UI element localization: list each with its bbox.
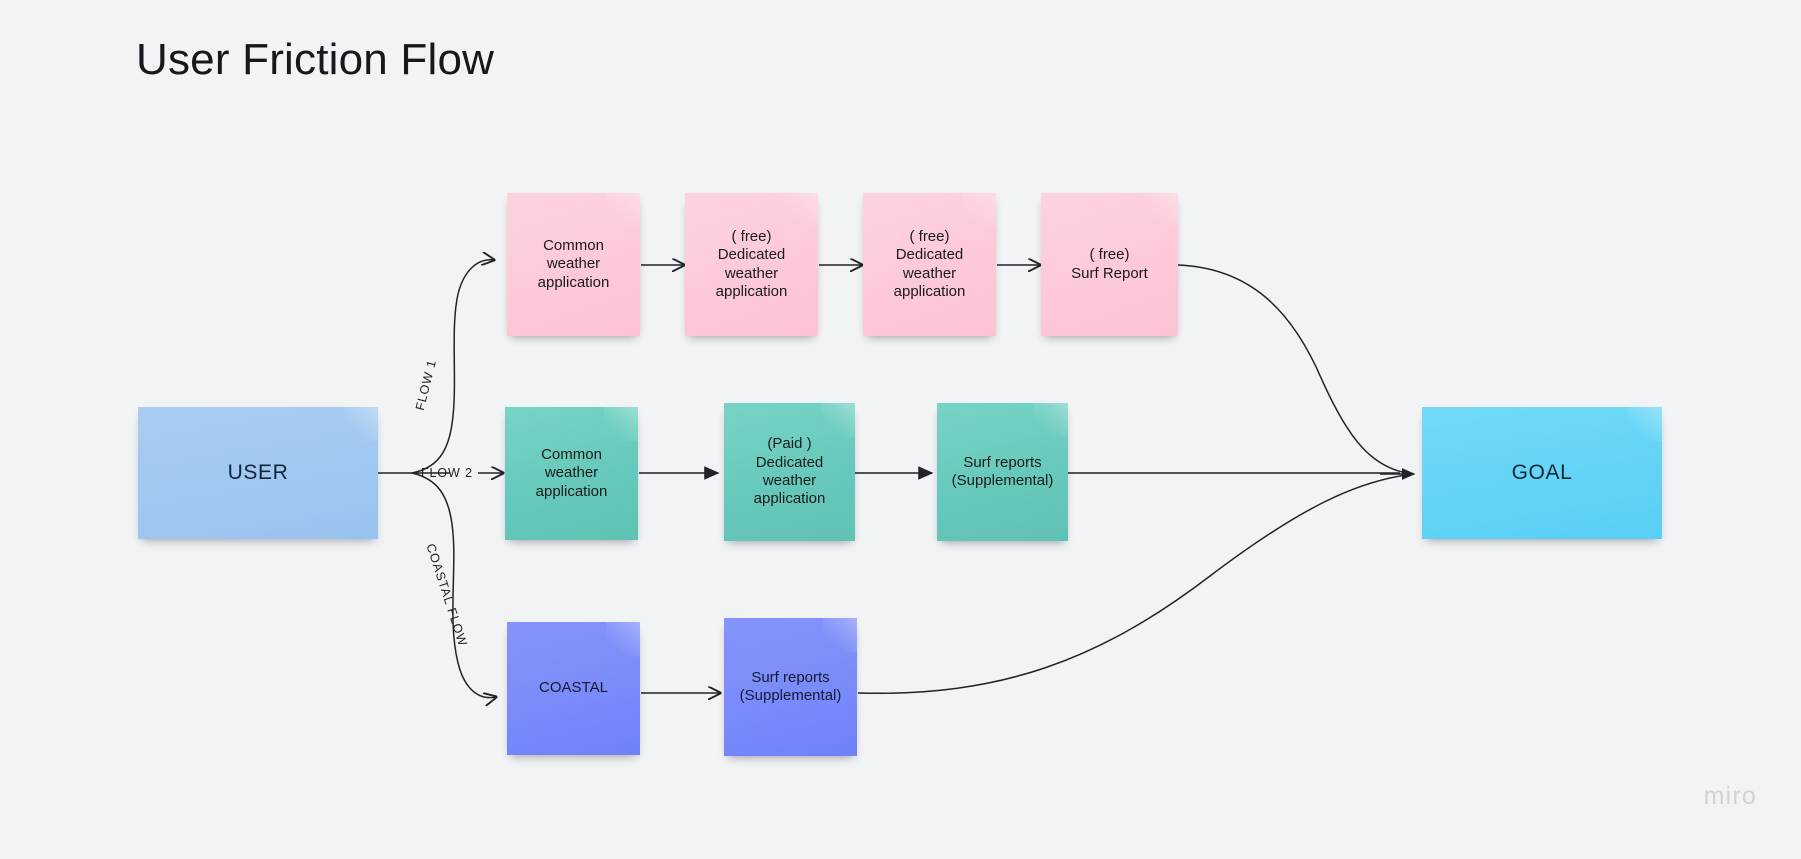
node-coastal-step-1[interactable]: COASTAL: [507, 622, 640, 755]
node-flow-1-step-1[interactable]: Common weather application: [507, 193, 640, 336]
branch-label-coastal-flow: COASTAL FLOW: [423, 541, 470, 649]
page-title: User Friction Flow: [136, 35, 495, 84]
node-flow-2-step-3[interactable]: Surf reports (Supplemental): [937, 403, 1068, 541]
node-flow-2-step-2[interactable]: (Paid ) Dedicated weather application: [724, 403, 855, 541]
node-flow-1-step-3[interactable]: ( free) Dedicated weather application: [863, 193, 996, 336]
miro-watermark: miro: [1703, 782, 1757, 810]
node-flow-1-step-2[interactable]: ( free) Dedicated weather application: [685, 193, 818, 336]
branch-label-flow-2: FLOW 2: [421, 466, 473, 480]
branch-label-flow-1: FLOW 1: [412, 358, 440, 412]
node-coastal-step-2[interactable]: Surf reports (Supplemental): [724, 618, 857, 756]
connector-pink-to-goal: [1177, 264, 1415, 475]
node-flow-1-step-4[interactable]: ( free) Surf Report: [1041, 193, 1178, 336]
node-user[interactable]: USER: [138, 407, 378, 539]
node-flow-2-step-1[interactable]: Common weather application: [505, 407, 638, 540]
connector-branch-coastal: [411, 472, 496, 698]
node-goal[interactable]: GOAL: [1422, 407, 1662, 539]
